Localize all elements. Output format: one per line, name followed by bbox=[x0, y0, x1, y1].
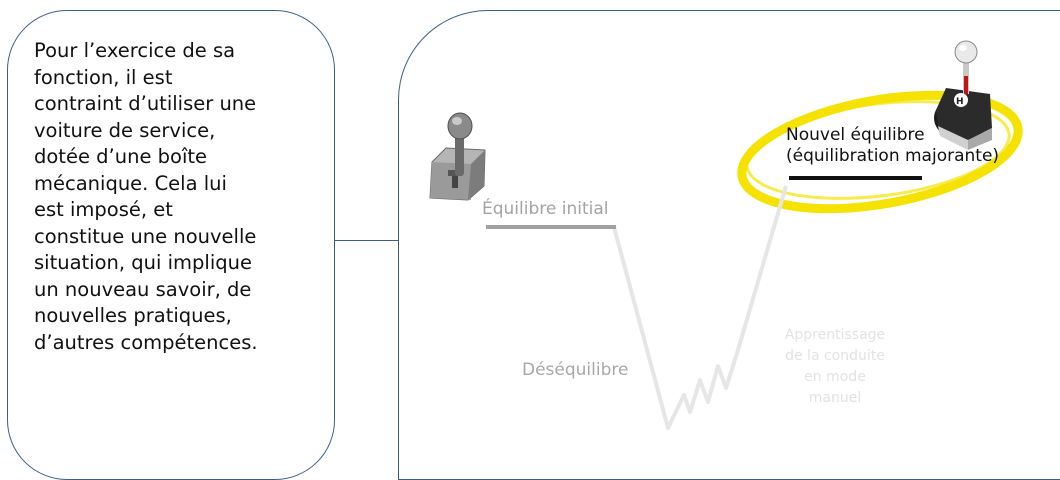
equilibration-diagram: H bbox=[0, 0, 1060, 465]
trajectory-curve bbox=[614, 186, 786, 428]
svg-text:H: H bbox=[956, 97, 964, 107]
new-equilibrium-label: Nouvel équilibre (équilibration majorant… bbox=[786, 125, 999, 167]
learning-label: Apprentissage de la conduite en mode man… bbox=[770, 325, 900, 409]
disequilibrium-label: Déséquilibre bbox=[522, 360, 628, 380]
automatic-gear-shifter-icon bbox=[430, 113, 485, 200]
initial-equilibrium-label: Équilibre initial bbox=[482, 199, 609, 219]
